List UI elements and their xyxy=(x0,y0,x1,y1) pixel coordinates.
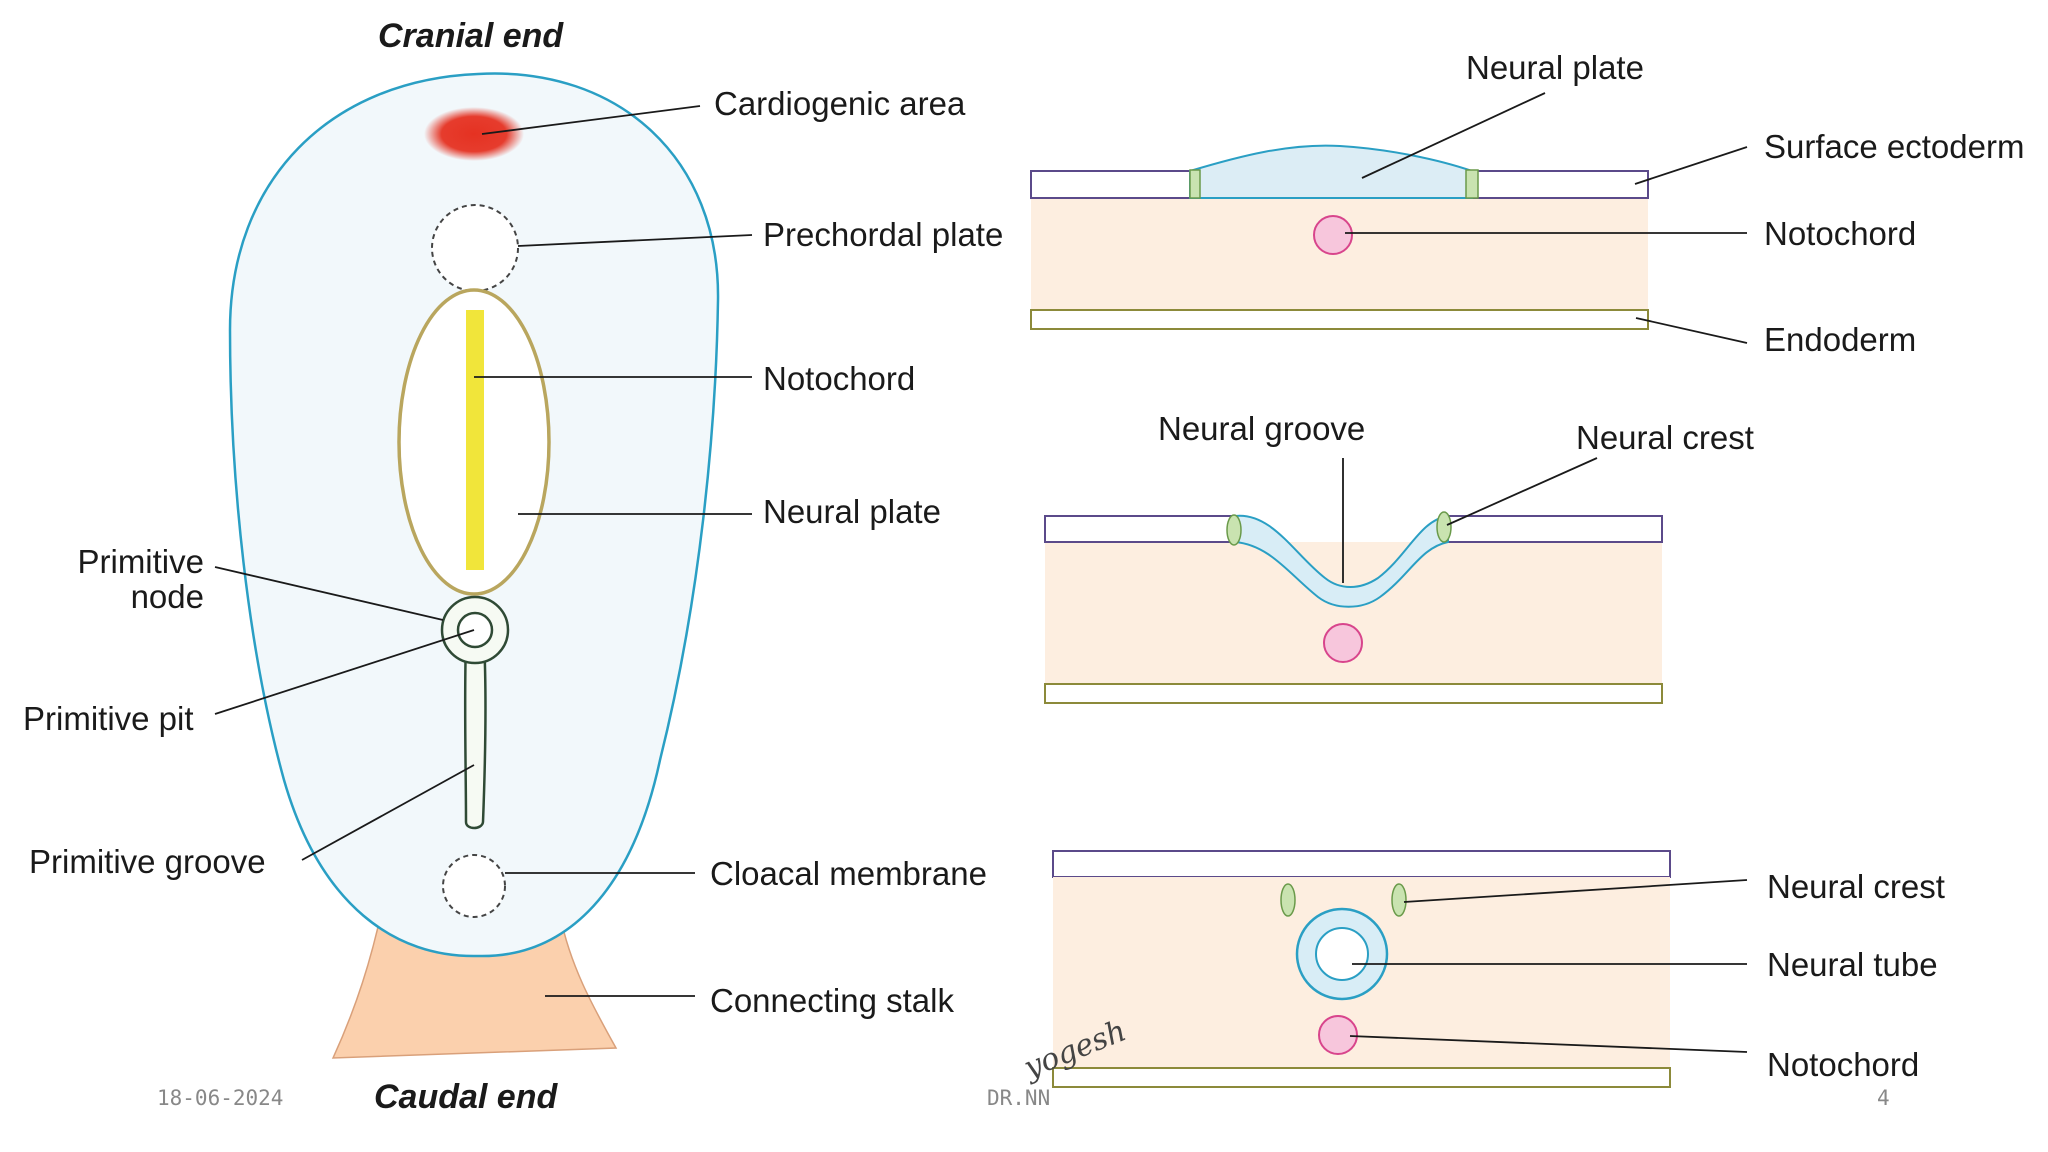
section1-mesoderm xyxy=(1031,198,1648,312)
prechordal-plate-shape xyxy=(431,204,519,292)
prechordal-plate-label: Prechordal plate xyxy=(763,216,1004,253)
left-leader-lines xyxy=(214,105,753,997)
section3-ectoderm xyxy=(1052,850,1671,878)
section2-leader-lines xyxy=(1342,457,1598,583)
section1-surface-ectoderm-label: Surface ectoderm xyxy=(1764,128,2025,165)
primitive-node-label-line1: Primitive xyxy=(77,543,204,580)
cardiogenic-area-label: Cardiogenic area xyxy=(714,85,966,122)
section1-neural-plate xyxy=(1189,144,1473,199)
section2-neural-crest-label: Neural crest xyxy=(1576,419,1754,456)
cardiogenic-area-shape xyxy=(424,107,524,161)
section1-neural-crest-right xyxy=(1465,169,1479,199)
footer-page-number: 4 xyxy=(1877,1086,1890,1110)
section1-neural-plate-label: Neural plate xyxy=(1466,49,1644,86)
section3-neural-tube-lumen xyxy=(1315,927,1369,981)
primitive-pit-label: Primitive pit xyxy=(23,700,194,737)
section2-ectoderm-right xyxy=(1447,515,1663,543)
primitive-node-label-line2: node xyxy=(130,578,204,615)
section3-neural-crest-left xyxy=(1280,883,1296,917)
section3-notochord-label: Notochord xyxy=(1767,1046,1920,1083)
section3-leader-lines xyxy=(1349,879,1748,1053)
caudal-end-label: Caudal end xyxy=(374,1078,558,1116)
section2-neural-crest-right xyxy=(1436,511,1452,543)
notochord-shape xyxy=(466,310,484,570)
section2-neural-groove-label: Neural groove xyxy=(1158,410,1366,447)
section2-mesoderm xyxy=(1045,542,1662,684)
footer-author: DR.NN xyxy=(987,1086,1051,1110)
section3-notochord xyxy=(1318,1015,1358,1055)
primitive-pit-shape xyxy=(456,611,494,649)
section1-notochord xyxy=(1313,215,1353,255)
cranial-end-label: Cranial end xyxy=(378,17,564,55)
neural-plate-label: Neural plate xyxy=(763,493,941,530)
section2-neural-crest-left xyxy=(1226,514,1242,546)
connecting-stalk-label: Connecting stalk xyxy=(710,982,954,1019)
section1-notochord-label: Notochord xyxy=(1764,215,1917,252)
cloacal-membrane-shape xyxy=(442,854,506,918)
section2-ectoderm-left xyxy=(1044,515,1236,543)
primitive-streak-shape xyxy=(463,639,487,830)
section3-endoderm xyxy=(1052,1067,1671,1088)
section1-endoderm xyxy=(1030,309,1649,330)
notochord-label: Notochord xyxy=(763,360,916,397)
section3-neural-tube-label: Neural tube xyxy=(1767,946,1938,983)
section2-endoderm xyxy=(1044,683,1663,704)
section1-endoderm-label: Endoderm xyxy=(1764,321,1917,358)
section1-neural-crest-left xyxy=(1189,169,1201,199)
section3-neural-crest-label: Neural crest xyxy=(1767,868,1945,905)
footer-date: 18-06-2024 xyxy=(157,1086,284,1110)
primitive-groove-label: Primitive groove xyxy=(29,843,266,880)
section2-notochord xyxy=(1323,623,1363,663)
section1-leader-lines xyxy=(1345,92,1748,344)
cloacal-membrane-label: Cloacal membrane xyxy=(710,855,987,892)
section3-neural-crest-right xyxy=(1391,883,1407,917)
